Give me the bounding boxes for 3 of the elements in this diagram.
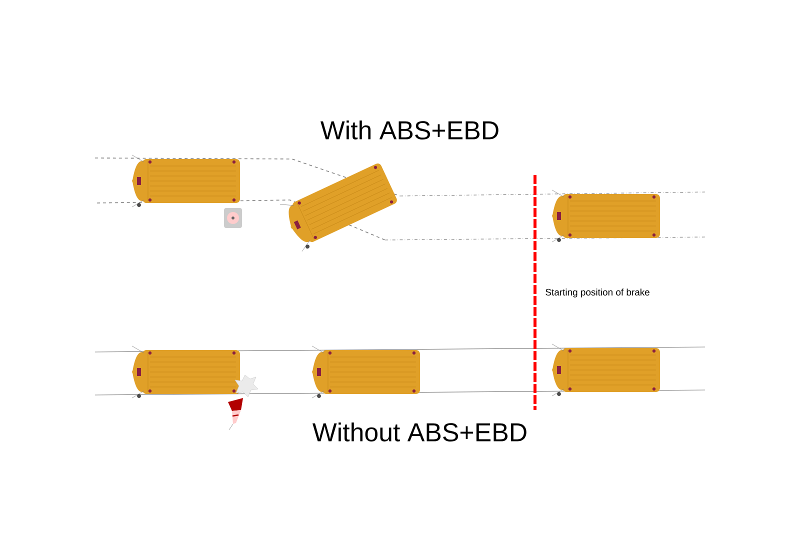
note-text: Starting position of brake (546, 288, 650, 298)
caption-heading: Without ABS+EBD (312, 422, 526, 442)
caption-heading: With ABS+EBD (320, 120, 498, 140)
